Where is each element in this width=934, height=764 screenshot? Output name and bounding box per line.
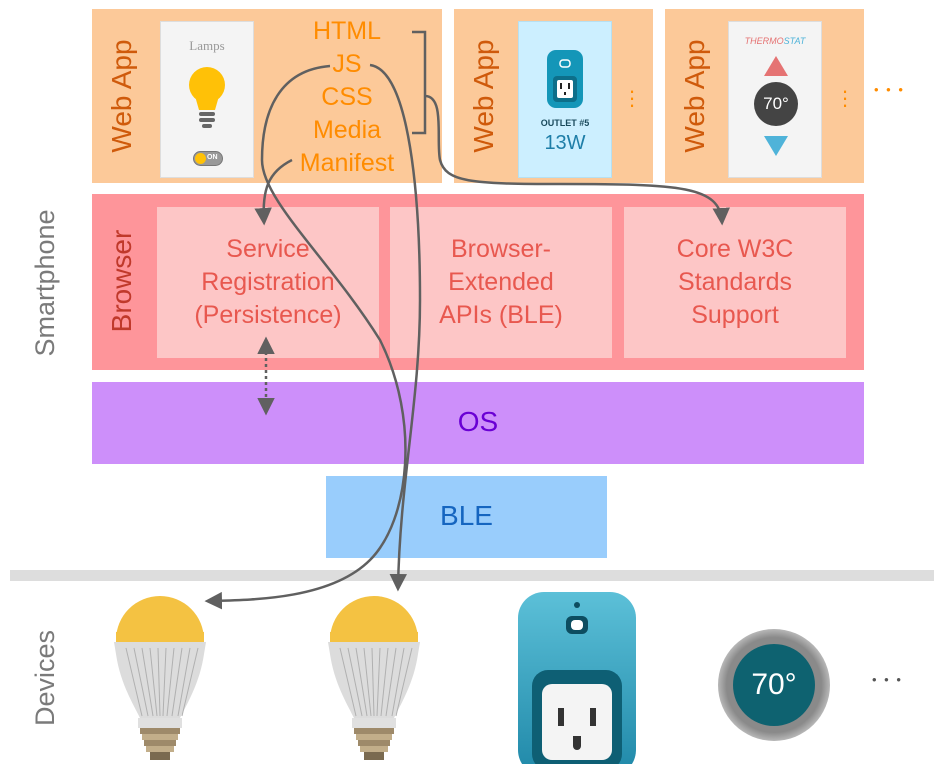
temperature-up-icon[interactable] bbox=[764, 56, 788, 76]
lightbulb-icon bbox=[189, 67, 225, 128]
smart-outlet-icon bbox=[547, 50, 583, 108]
file-css: CSS bbox=[321, 83, 373, 111]
ble-layer: BLE bbox=[326, 476, 607, 558]
thermostat-card-title: THERMOSTAT bbox=[744, 36, 806, 46]
os-label: OS bbox=[457, 406, 499, 437]
file-html: HTML bbox=[312, 17, 382, 45]
web-app-outlet: Web App OUTLET #5 13W ··· bbox=[454, 9, 653, 183]
more-vertical-dots: ··· bbox=[841, 78, 849, 117]
web-app-lamps: Web App Lamps ON HTML JS CSS Media Manif… bbox=[92, 9, 442, 183]
lightbulb-device-2-icon bbox=[328, 596, 420, 760]
outlet-power-value: 13W bbox=[544, 132, 586, 154]
file-list-bracket bbox=[412, 30, 427, 135]
more-web-apps-ellipsis: • • • bbox=[874, 82, 905, 97]
os-layer: OS bbox=[92, 382, 864, 464]
lightbulb-device-1-icon bbox=[114, 596, 206, 760]
ble-label: BLE bbox=[440, 500, 493, 531]
thermostat-device-display: 70° bbox=[733, 644, 815, 726]
section-divider bbox=[10, 570, 934, 581]
web-app-thermostat: Web App THERMOSTAT 70° ··· bbox=[665, 9, 864, 183]
lamps-card: Lamps ON bbox=[160, 21, 254, 178]
thermostat-device: 70° bbox=[718, 629, 830, 741]
more-vertical-dots: ··· bbox=[628, 78, 636, 117]
thermostat-temp-circle: 70° bbox=[754, 82, 798, 126]
temperature-down-icon[interactable] bbox=[764, 136, 788, 156]
arrow-to-core-w3c bbox=[424, 94, 730, 226]
toggle-label: ON bbox=[207, 154, 218, 161]
file-manifest: Manifest bbox=[299, 149, 395, 177]
more-devices-ellipsis: • • • bbox=[872, 672, 903, 687]
arrow-js-to-lightbulb-1 bbox=[204, 64, 407, 610]
lamp-toggle-switch[interactable]: ON bbox=[193, 151, 223, 166]
smart-outlet-device-icon bbox=[518, 592, 636, 764]
lamps-card-title: Lamps bbox=[189, 38, 225, 53]
file-media: Media bbox=[312, 116, 382, 144]
arrow-js-to-lightbulb-2 bbox=[369, 63, 422, 592]
outlet-card: OUTLET #5 13W bbox=[518, 21, 612, 178]
thermostat-card: THERMOSTAT 70° bbox=[728, 21, 822, 178]
outlet-card-title: OUTLET #5 bbox=[540, 118, 590, 128]
arrow-manifest-to-service-registration bbox=[254, 158, 293, 226]
file-js: JS bbox=[332, 50, 362, 78]
